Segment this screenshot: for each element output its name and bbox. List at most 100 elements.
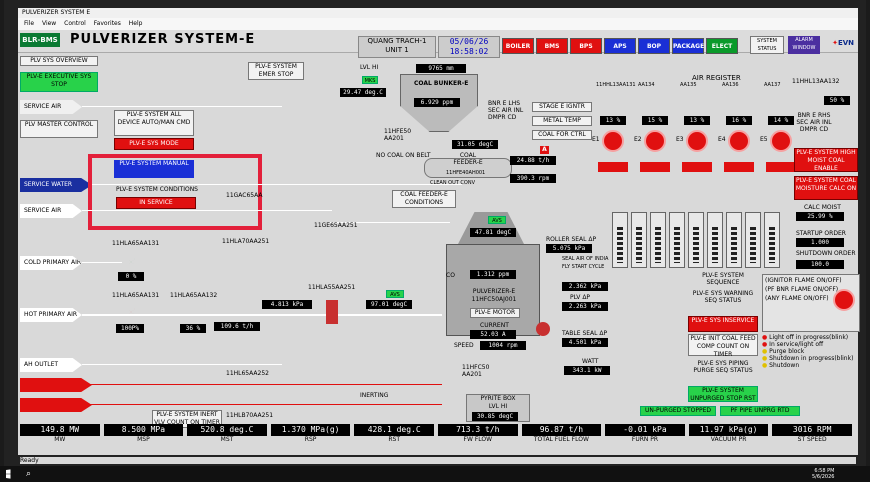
pipe-line xyxy=(330,222,450,223)
red-dot-icon: ● xyxy=(762,341,768,348)
motor-watt: 343.1 kW xyxy=(564,366,610,375)
bunker-valve[interactable]: MKS xyxy=(362,76,378,84)
bottom-unit-label: FW FLOW xyxy=(463,436,493,443)
windows-start-icon[interactable] xyxy=(6,469,11,479)
bms-logo[interactable]: BLR-BMS xyxy=(20,33,60,47)
nav-button-package[interactable]: PACKAGE xyxy=(672,38,704,54)
burner-valve-icon[interactable] xyxy=(598,162,628,172)
mill-inlet-temp: 97.01 degC xyxy=(366,300,412,309)
all-device-cmd[interactable]: PLV-E SYSTEM ALL DEVICE AUTO/MAN CMD xyxy=(114,110,194,136)
burner-valve-icon[interactable] xyxy=(766,162,796,172)
register-tag: AA135 xyxy=(680,82,697,88)
search-icon[interactable]: ⌕ xyxy=(26,469,32,479)
unpurged-stop-button[interactable]: PLV-E SYSTEM UNPURGED STOP RST xyxy=(688,386,758,402)
bottom-unit-label: FURN PR xyxy=(631,436,659,443)
highlight-frame xyxy=(88,154,262,230)
register-damper-icon[interactable] xyxy=(606,102,620,112)
exec-stop-button[interactable]: PLV-E EXECUTIVE SYS STOP xyxy=(20,72,98,92)
metal-temp-button[interactable]: METAL TEMP xyxy=(532,116,592,126)
menu-control[interactable]: Control xyxy=(64,20,86,27)
nav-button-elect[interactable]: ELECT xyxy=(706,38,738,54)
menu-help[interactable]: Help xyxy=(128,20,143,27)
burner-flame-icon[interactable] xyxy=(728,130,750,152)
nav-button-boiler[interactable]: BOILER xyxy=(502,38,534,54)
feeder-name: COAL FEEDER-E xyxy=(453,152,483,166)
nav-button-bms[interactable]: BMS xyxy=(536,38,568,54)
menu-view[interactable]: View xyxy=(41,20,57,27)
register-tag: AA134 xyxy=(638,82,655,88)
valve-tag: 11HLA55AA251 xyxy=(308,284,356,291)
seal-air-label: SEAL AIR OF INDIA xyxy=(562,256,609,262)
piping-purge-label: PLV-E SYS PIPING PURGE SEQ STATUS xyxy=(693,360,753,374)
inert-vlv-timer[interactable]: PLV-E SYSTEM INERT VLV COUNT ON TIMER xyxy=(152,410,222,428)
register-value: 16 % xyxy=(726,116,752,125)
init-coal-timer[interactable]: PLV-E INIT COAL FEED COMP COUNT ON TIMER xyxy=(688,334,758,358)
bottom-value: 96.87 t/h xyxy=(521,424,602,436)
valve-tag: 11GE65AA251 xyxy=(314,222,358,229)
startup-order-value: 1.000 xyxy=(796,238,844,247)
nav-button-bop[interactable]: BOP xyxy=(638,38,670,54)
stage-ignt-button[interactable]: STAGE E IGNTR xyxy=(532,102,592,112)
master-control-button[interactable]: PLV MASTER CONTROL xyxy=(20,120,98,138)
reg-top-value: 50 % xyxy=(824,96,850,105)
damper-icon[interactable] xyxy=(326,300,338,324)
register-value: 13 % xyxy=(684,116,710,125)
unit-name: UNIT 1 xyxy=(385,46,409,54)
high-moist-button[interactable]: PLV-E SYSTEM HIGH MOIST COAL ENABLE xyxy=(794,148,858,172)
motor-icon[interactable] xyxy=(536,322,550,336)
pipe-line xyxy=(92,184,462,185)
bnr-lhs-label: BNR E LHS SEC AIR INL DMPR CD xyxy=(488,100,524,121)
emer-stop-button[interactable]: PLV-E SYSTEM EMER STOP xyxy=(248,62,304,80)
nav-button-bps[interactable]: BPS xyxy=(570,38,602,54)
sys-mode-button[interactable]: PLV-E SYS MODE xyxy=(114,138,194,150)
plv-overview-button[interactable]: PLV SYS OVERVIEW xyxy=(20,56,98,66)
burner-valve-icon[interactable] xyxy=(724,162,754,172)
menu-file[interactable]: File xyxy=(24,20,35,27)
register-damper-icon[interactable] xyxy=(732,102,746,112)
evn-text: EVN xyxy=(837,39,854,47)
pf-pipe-gauge xyxy=(631,212,647,268)
startup-order-label: STARTUP ORDER xyxy=(796,230,846,237)
pipe-line xyxy=(82,364,282,365)
pf-pipe-gauge xyxy=(764,212,780,268)
burner-flame-icon[interactable] xyxy=(770,130,792,152)
register-damper-icon[interactable] xyxy=(690,102,704,112)
alarm-window-button[interactable]: ALARM WINDOW xyxy=(788,36,820,54)
bottom-value-cell: 11.97 kPa(g)VACUUM PR xyxy=(688,424,769,443)
pyrite-tag: 11HFC50 AA201 xyxy=(462,364,490,378)
pipe-line xyxy=(82,210,332,211)
motor-button[interactable]: PLV-E MOTOR xyxy=(470,308,520,318)
nav-button-aps[interactable]: APS xyxy=(604,38,636,54)
clock-time: 6:58 PM xyxy=(814,468,835,474)
menu-favorites[interactable]: Favorites xyxy=(93,20,121,27)
hot-air-damper-2-value: 36 % xyxy=(180,324,206,333)
feeder-conditions-button[interactable]: COAL FEEDER-E CONDITIONS xyxy=(392,190,456,208)
in-service-button[interactable]: IN SERVICE xyxy=(116,197,196,209)
coal-for-ctrl-button[interactable]: COAL FOR CTRL xyxy=(532,130,592,140)
bottom-unit-label: TOTAL FUEL FLOW xyxy=(533,436,589,443)
burner-flame-icon[interactable] xyxy=(644,130,666,152)
bottom-unit-label: MSP xyxy=(137,436,150,443)
coal-feeder-belt xyxy=(424,158,512,178)
manual-button[interactable]: PLV-E SYSTEM MANUAL xyxy=(114,160,194,178)
burner-valve-icon[interactable] xyxy=(640,162,670,172)
table-seal-value: 4.501 kPa xyxy=(562,338,608,347)
register-tag: 11HHL13AA131 xyxy=(596,82,636,88)
warning-seq-label: PLV-E SYS WARNING SEQ STATUS xyxy=(692,290,754,304)
current-label: CURRENT xyxy=(480,322,509,329)
burner-flame-icon[interactable] xyxy=(602,130,624,152)
register-value: 15 % xyxy=(642,116,668,125)
burner-flame-icon[interactable] xyxy=(686,130,708,152)
register-damper-icon[interactable] xyxy=(774,102,788,112)
coal-moisture-button[interactable]: PLV-E SYSTEM COAL MOISTURE CALC ON xyxy=(794,176,858,200)
inservice-button[interactable]: PLV-E SYS INSERVICE xyxy=(688,316,758,332)
bottom-value: 11.97 kPa(g) xyxy=(688,424,769,436)
register-damper-icon[interactable] xyxy=(648,102,662,112)
system-status-button[interactable]: SYSTEM STATUS xyxy=(750,36,784,54)
burner-valve-icon[interactable] xyxy=(682,162,712,172)
